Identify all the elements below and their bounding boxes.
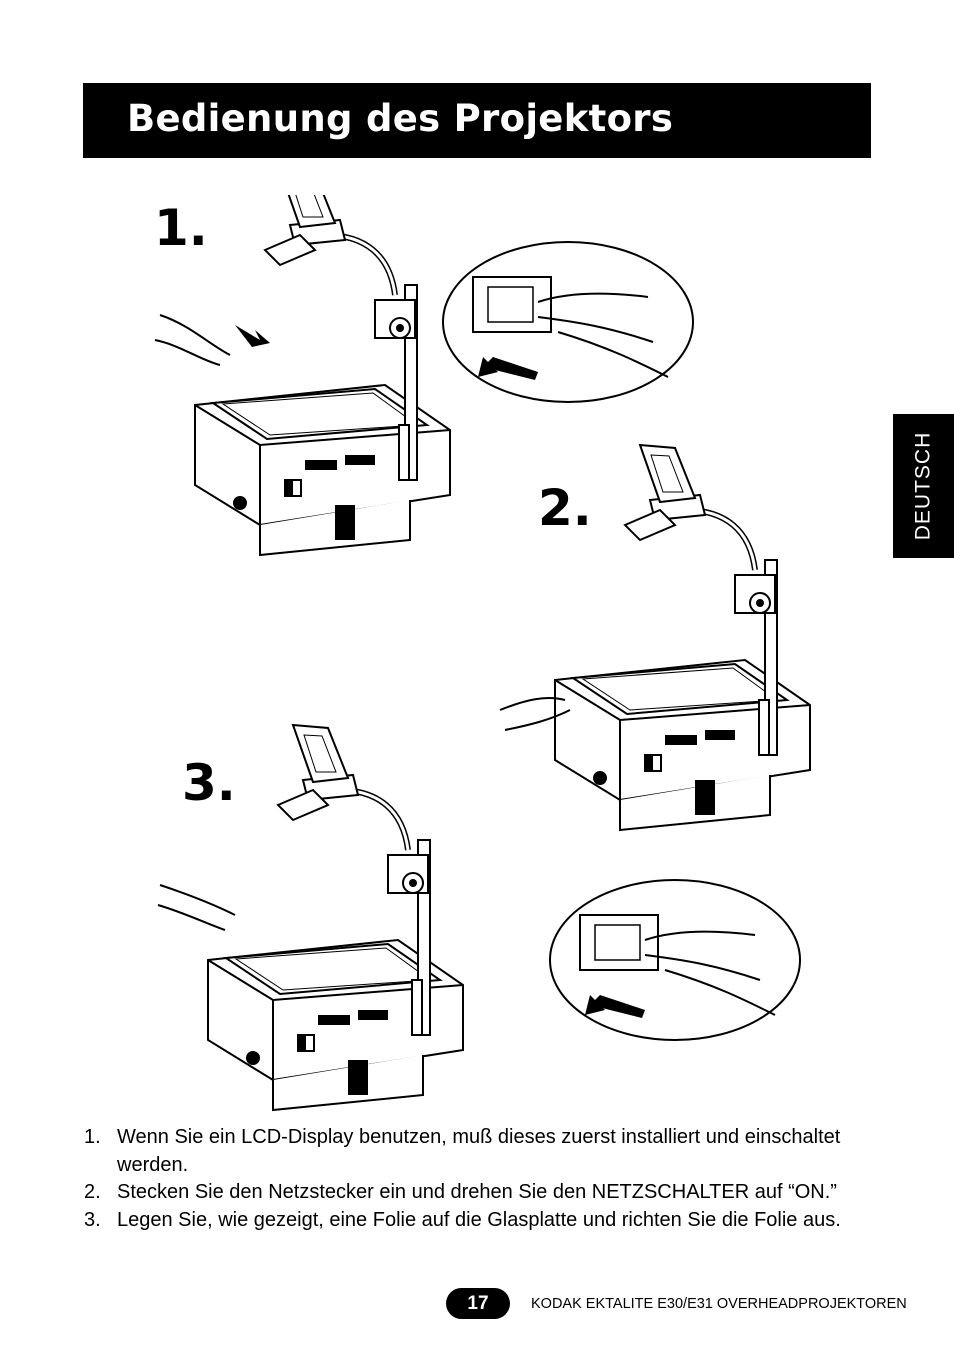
instruction-text: Wenn Sie ein LCD-Display benutzen, muß d… [117,1126,841,1176]
page-title: Bedienung des Projektors [127,97,674,140]
footer-title: KODAK EKTALITE E30/E31 OVERHEADPROJEKTOR… [531,1296,907,1312]
projector-illustration: 1. 2. 3. [154,195,820,1120]
language-tab: DEUTSCH [893,414,954,558]
instruction-item: 3. Legen Sie, wie gezeigt, eine Folie au… [84,1207,874,1235]
instruction-number: 3. [84,1208,101,1231]
step-3-hand-drawing [157,884,236,931]
instruction-list: 1. Wenn Sie ein LCD-Display benutzen, mu… [84,1124,874,1234]
instruction-item: 1. Wenn Sie ein LCD-Display benutzen, mu… [84,1124,874,1179]
step-1-projector-drawing [195,195,450,555]
step-2-projector-drawing [555,445,810,830]
step-1-hand-drawing [154,314,270,366]
instruction-item: 2. Stecken Sie den Netzstecker ein und d… [84,1179,874,1207]
language-tab-label: DEUTSCH [911,431,935,541]
step-3-outlet-callout [549,879,801,1041]
title-bar: Bedienung des Projektors [83,83,871,158]
instruction-text: Stecken Sie den Netzstecker ein und dreh… [117,1181,837,1203]
step-3-label: 3. [182,754,236,812]
step-1-label: 1. [154,199,208,257]
instruction-number: 2. [84,1181,101,1203]
step-2-hand-drawing [499,697,571,731]
instruction-number: 1. [84,1126,101,1148]
step-1-outlet-callout [442,241,694,403]
instruction-text: Legen Sie, wie gezeigt, eine Folie auf d… [117,1208,841,1231]
step-3-projector-drawing [208,725,463,1110]
step-2-label: 2. [538,479,592,537]
page-number-badge: 17 [446,1288,510,1319]
